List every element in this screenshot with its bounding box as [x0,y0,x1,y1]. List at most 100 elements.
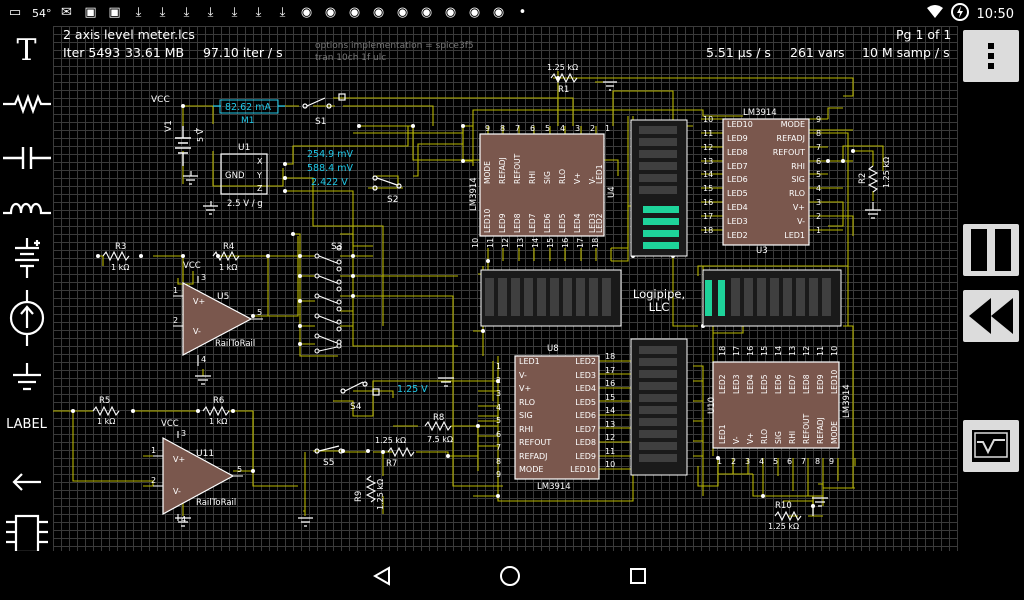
u1-gnd: GND [225,171,245,181]
inductor-tool-button[interactable] [0,186,53,230]
svg-text:14: 14 [774,346,783,356]
switch-bank-s3[interactable] [315,246,341,353]
u1-x: X [257,157,263,166]
led-bar-horizontal-left[interactable] [481,270,621,326]
svg-text:5: 5 [496,416,501,425]
svg-text:7: 7 [515,124,520,133]
svg-text:3: 3 [745,457,750,466]
svg-text:10: 10 [703,115,713,124]
download-icon: ⤓ [200,3,222,23]
s4-label: S4 [350,402,362,412]
battery-icon [7,238,47,278]
recents-button[interactable] [625,563,651,589]
resistor-r5[interactable] [93,407,119,415]
u11-vplus: V+ [173,455,185,464]
rewind-button[interactable] [963,290,1019,342]
ground-tool-button[interactable] [0,356,53,400]
battery-tool-button[interactable] [0,236,53,280]
r7-name: R7 [386,459,397,469]
home-button[interactable] [497,563,523,589]
r9-name: R9 [354,491,364,502]
svg-text:LED4: LED4 [573,213,582,233]
svg-text:9: 9 [496,470,501,479]
v1-name: V1 [164,120,174,132]
label-tool-text: LABEL [6,417,47,432]
battery-v1[interactable] [175,126,191,166]
inductor-icon [3,197,51,219]
led-bar-vertical-top[interactable] [631,120,687,256]
s5-label: S5 [323,458,334,468]
u8-right-pin-numbers: 18 17 16 15 14 13 12 11 10 [605,352,615,469]
svg-text:LED1: LED1 [519,357,540,366]
eye-icon: ◉ [392,3,414,23]
pause-button[interactable] [963,224,1019,276]
u11-name: U11 [196,449,214,459]
menu-button[interactable] [963,30,1019,82]
svg-text:4: 4 [816,184,821,193]
u11-pin-1: 1 [151,446,156,455]
eye-icon: ◉ [440,3,462,23]
u8-left-pin-numbers: 1 2 3 4 5 6 7 8 9 [496,362,501,479]
resistor-r8[interactable] [425,422,451,430]
svg-text:3: 3 [816,198,821,207]
svg-text:8: 8 [500,124,505,133]
svg-text:LED10: LED10 [570,465,596,474]
capacitor-tool-button[interactable] [0,136,53,180]
svg-text:LED5: LED5 [575,398,596,407]
led-bar-vertical-bottom[interactable] [631,339,687,475]
svg-text:LED2: LED2 [575,357,596,366]
resistor-r3[interactable] [103,252,129,260]
svg-text:17: 17 [605,366,615,375]
resistor-r6[interactable] [203,407,229,415]
svg-text:16: 16 [561,238,570,248]
u4-bottom-pins: 10 11 12 13 14 15 16 17 18 [471,238,600,248]
u11-type: RailToRail [196,498,236,508]
back-arrow-tool-button[interactable] [0,460,53,504]
switch-s5[interactable] [315,446,343,453]
r5-value: 1 kΩ [97,417,115,426]
back-button[interactable] [369,563,395,589]
download-icon: ⤓ [272,3,294,23]
resistor-r9[interactable] [367,476,375,502]
svg-text:REFADJ: REFADJ [498,157,507,184]
u1-z: Z [257,184,263,193]
u5-vminus: V- [193,327,201,336]
left-arrow-icon [11,472,43,492]
schematic-canvas[interactable]: 2 axis level meter.lcs Pg 1 of 1 Iter 54… [53,26,958,551]
s1-label: S1 [315,117,326,127]
svg-text:MODE: MODE [519,465,543,474]
component-toolbar: T LABEL [0,26,53,551]
svg-text:LED8: LED8 [513,213,522,233]
current-source-icon [7,290,47,346]
led-bar-horizontal-right[interactable] [703,270,841,326]
probe-x-reading: 254.9 mV [307,149,353,160]
message-icon: ▭ [4,3,26,23]
ic-chip-tool-button[interactable] [0,510,53,554]
svg-text:V+: V+ [573,173,582,184]
current-source-tool-button[interactable] [0,288,53,348]
scope-button[interactable] [963,420,1019,472]
r10-value: 1.25 kΩ [768,522,799,531]
u1-value: 2.5 V / g [227,199,263,209]
u8-chip-name: LM3914 [537,482,571,492]
resistor-tool-button[interactable] [0,82,53,126]
svg-text:V-: V- [732,436,741,444]
u5-pin-2: 2 [173,316,178,325]
u4-top-pins: 9 8 7 6 5 4 3 2 1 [485,124,610,133]
svg-text:SIG: SIG [543,171,552,184]
svg-text:13: 13 [703,157,713,166]
opamp-u5[interactable] [173,276,263,366]
svg-text:12: 12 [605,433,615,442]
u4-label: U4 [607,186,617,198]
vref-reading: 1.25 V [397,384,428,395]
label-tool-button[interactable]: LABEL [0,402,53,446]
resistor-r2[interactable] [869,166,877,192]
eye-icon: ◉ [368,3,390,23]
svg-text:11: 11 [703,129,713,138]
text-tool-button[interactable]: T [0,28,53,72]
u11-pin-2: 2 [151,476,156,485]
svg-text:15: 15 [605,393,615,402]
status-bar: ▭ 54° ✉ ▣ ▣ ⤓ ⤓ ⤓ ⤓ ⤓ ⤓ ⤓ ◉ ◉ ◉ ◉ ◉ ◉ ◉ … [0,0,1024,26]
svg-text:6: 6 [787,457,792,466]
s2-label: S2 [387,195,398,205]
